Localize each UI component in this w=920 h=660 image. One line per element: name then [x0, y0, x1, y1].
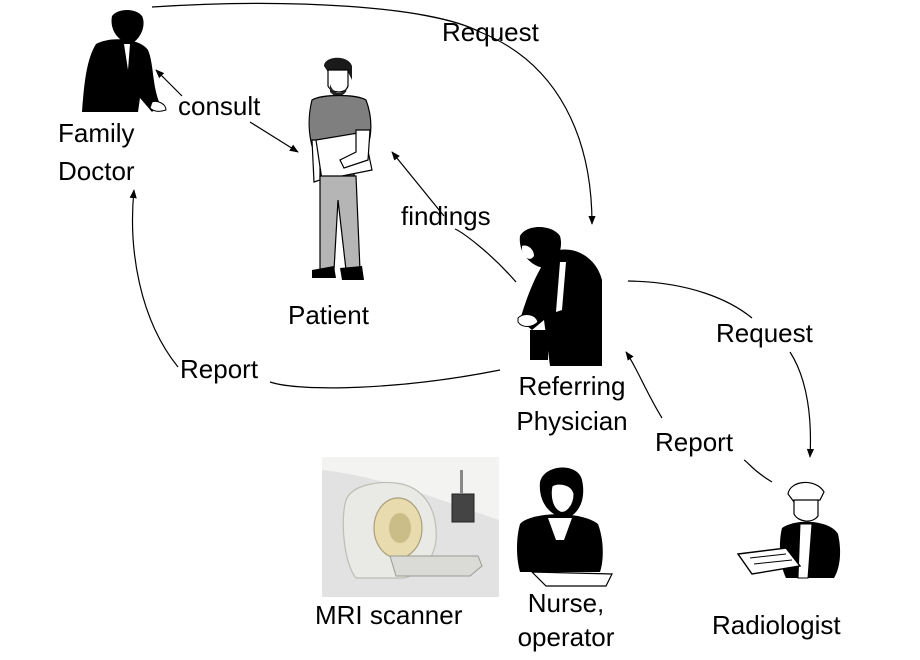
nurse-line-2: operator: [517, 622, 615, 652]
patient-figure: [308, 57, 373, 280]
patient-beard: [330, 84, 348, 97]
patient-shoes: [312, 266, 364, 280]
nurse-body: [517, 514, 603, 572]
doctor-tie: [124, 44, 130, 70]
doctor-coat: [82, 39, 160, 113]
radiologist-hair: [787, 481, 825, 503]
referring-physician-label: Referring Physician: [516, 369, 627, 439]
patient-hair: [324, 57, 352, 80]
doctor-hand: [149, 101, 167, 112]
radiologist-folder-lines: [749, 553, 793, 565]
patient-face: [327, 69, 349, 93]
referring-physician-line-1: Referring: [518, 371, 626, 401]
mri-scanner-image: [322, 457, 499, 597]
doctor-head: [111, 10, 144, 42]
report-right-label: Report: [655, 427, 734, 457]
physician-coat-shade: [556, 262, 566, 312]
mri-monitor-arm: [460, 470, 463, 494]
connectors: [133, 2, 811, 483]
request-arrow-top: [151, 2, 596, 225]
report-arrow-left: [133, 190, 501, 389]
mri-table: [389, 555, 483, 577]
referring-physician-figure: [517, 227, 602, 366]
family-doctor-line-2: Doctor: [58, 156, 135, 186]
nurse-figure: [517, 467, 613, 587]
referring-physician-line-2: Physician: [516, 406, 628, 436]
nurse-label: Nurse, operator: [518, 586, 615, 654]
findings-arrow: [454, 228, 517, 283]
radiologist-face: [793, 499, 819, 522]
physician-instrument: [530, 330, 548, 360]
consult-arrow-to-doctor: [155, 69, 183, 97]
nurse-line-1: Nurse,: [527, 588, 605, 618]
nurse-face: [550, 483, 575, 513]
physician-hands: [517, 314, 539, 327]
radiologist-label: Radiologist: [712, 610, 841, 640]
report-arrow-right: [626, 352, 773, 483]
patient-label: Patient: [288, 300, 369, 330]
patient-right-arm: [339, 129, 371, 169]
nurse-collar: [548, 518, 572, 540]
radiologist-coat-front: [797, 523, 813, 579]
physician-face: [522, 245, 534, 259]
request-right-label: Request: [716, 318, 813, 348]
request-top-label: Request: [442, 17, 539, 47]
family-doctor-label: Family Doctor: [58, 114, 135, 190]
mri-scanner-label: MRI scanner: [315, 600, 463, 630]
radiologist-figure: [736, 481, 841, 579]
family-doctor-line-1: Family: [58, 118, 135, 148]
findings-arrow-head: [391, 151, 445, 217]
mri-bore-inner: [389, 513, 411, 543]
consult-arrow-to-patient: [249, 121, 299, 153]
consult-label: consult: [178, 91, 261, 121]
patient-trousers: [319, 175, 361, 271]
family-doctor-figure: [82, 10, 167, 113]
request-arrow-right: [627, 280, 810, 457]
report-left-label: Report: [180, 354, 259, 384]
findings-label: findings: [401, 201, 491, 231]
nurse-desk: [530, 571, 613, 587]
mri-monitor: [451, 493, 475, 523]
